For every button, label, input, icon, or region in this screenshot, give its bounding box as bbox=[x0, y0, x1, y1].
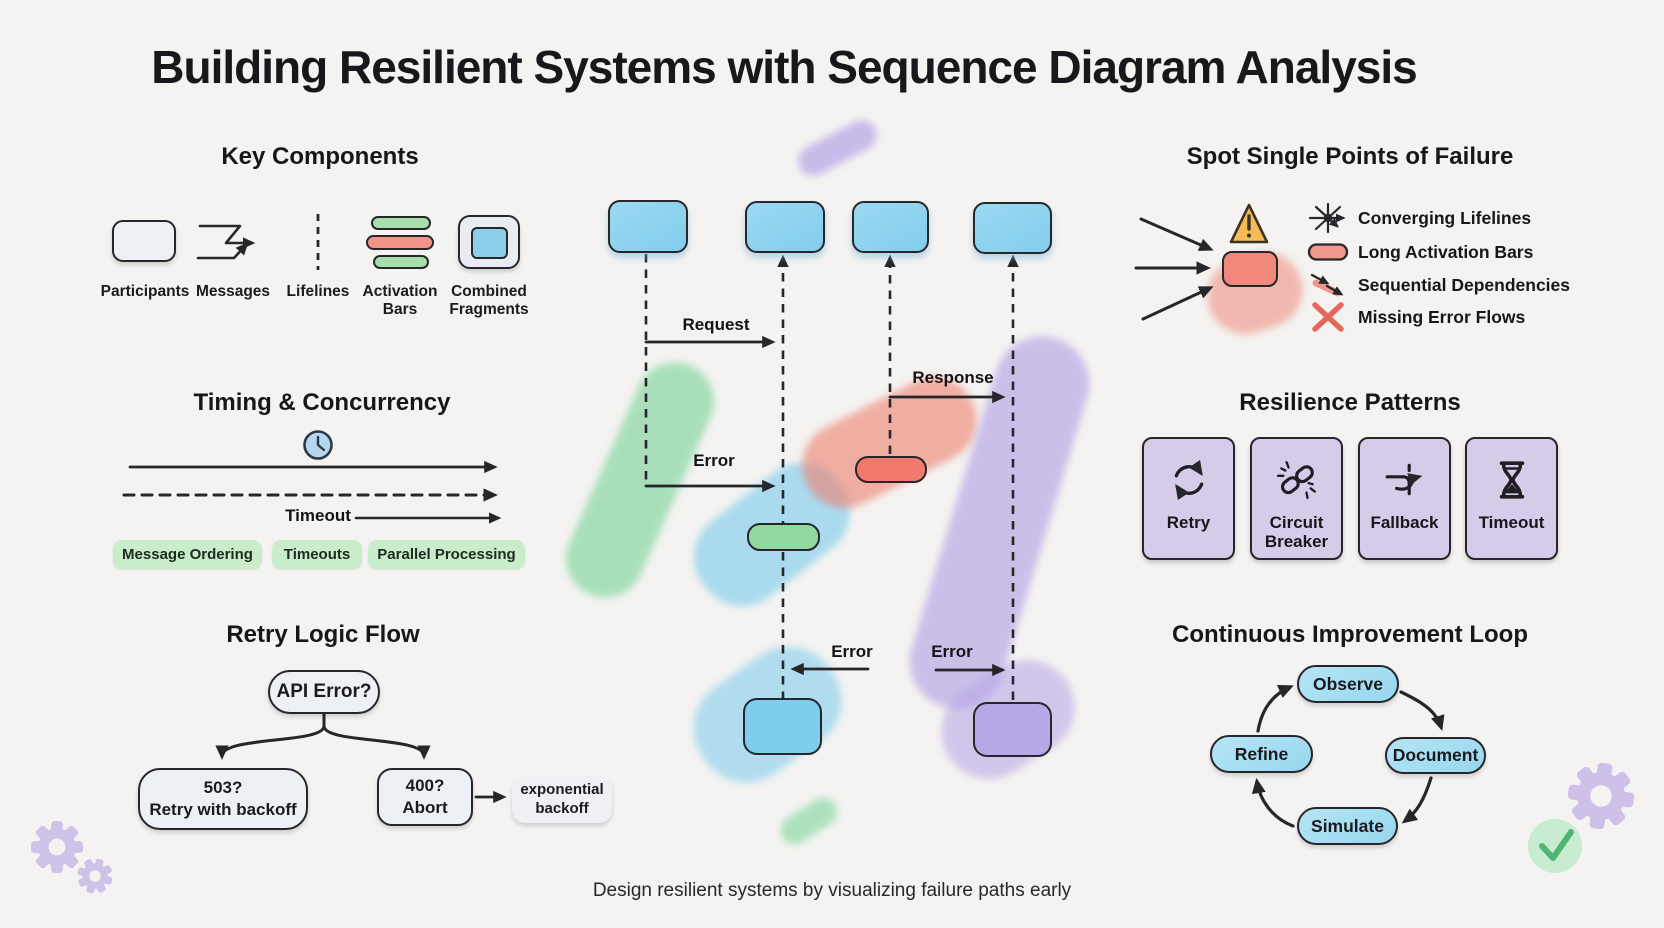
timeline-arrows bbox=[122, 460, 502, 524]
legend-label: Sequential Dependencies bbox=[1358, 274, 1571, 295]
activation-bar-red bbox=[855, 456, 927, 483]
tag-parallel-processing: Parallel Processing bbox=[368, 540, 525, 569]
timing-title: Timing & Concurrency bbox=[193, 389, 451, 416]
gear-icon-left-large bbox=[31, 821, 83, 873]
error-label-1: Error bbox=[693, 451, 735, 470]
footer-caption: Design resilient systems by visualizing … bbox=[592, 880, 1072, 901]
long-activation-bar-icon bbox=[1307, 243, 1349, 261]
retry-icon bbox=[1174, 459, 1203, 501]
abort-line2: Abort bbox=[402, 798, 448, 817]
abort-node: 400? Abort bbox=[377, 768, 473, 826]
note-line2: backoff bbox=[535, 799, 589, 817]
loop-arrows bbox=[1251, 685, 1445, 828]
legend-label: Long Activation Bars bbox=[1358, 241, 1534, 262]
exponential-backoff-note: exponential backoff bbox=[512, 776, 612, 823]
key-components-title: Key Components bbox=[221, 143, 419, 170]
gear-icon-right bbox=[1567, 762, 1635, 830]
timeout-label: Timeout bbox=[285, 506, 351, 525]
pattern-card-label: Retry bbox=[1166, 513, 1211, 532]
key-component-label: Combined Fragments bbox=[449, 283, 529, 318]
timeout-icon bbox=[1499, 461, 1524, 499]
key-component-label: Activation Bars bbox=[362, 283, 438, 318]
legend-item-missing-error-flows: Missing Error Flows bbox=[1306, 300, 1596, 334]
spof-title: Spot Single Points of Failure bbox=[1186, 143, 1514, 170]
activation-bar-icon-green-1 bbox=[371, 216, 431, 230]
circuit-breaker-icon bbox=[1276, 460, 1316, 500]
tag-timeouts: Timeouts bbox=[272, 540, 362, 569]
legend-label: Converging Lifelines bbox=[1358, 207, 1532, 228]
branch-left-arrow bbox=[215, 724, 326, 760]
legend-item-long-activation-bars: Long Activation Bars bbox=[1306, 235, 1596, 269]
activation-bar-icon-red bbox=[366, 235, 434, 250]
sequential-dependencies-icon bbox=[1310, 273, 1344, 297]
request-label: Request bbox=[682, 315, 750, 334]
fallback-icon bbox=[1385, 463, 1422, 496]
loop-step-document: Document bbox=[1385, 737, 1486, 774]
pattern-card-retry: Retry bbox=[1142, 437, 1235, 560]
pattern-card-timeout: Timeout bbox=[1465, 437, 1558, 560]
spof-target-box bbox=[1222, 251, 1278, 287]
retry-flow-title: Retry Logic Flow bbox=[226, 621, 420, 648]
loop-step-simulate: Simulate bbox=[1297, 807, 1398, 845]
tag-message-ordering: Message Ordering bbox=[113, 540, 262, 569]
key-component-label: Lifelines bbox=[286, 283, 350, 300]
participant-2 bbox=[745, 201, 825, 253]
activation-bar-icon-green-2 bbox=[373, 255, 429, 269]
participant-3 bbox=[852, 201, 929, 253]
activation-bar-green bbox=[747, 523, 820, 551]
loop-step-refine: Refine bbox=[1210, 735, 1313, 773]
missing-error-flows-icon bbox=[1312, 302, 1344, 332]
legend-item-sequential-dependencies: Sequential Dependencies bbox=[1306, 268, 1596, 302]
sequence-messages bbox=[644, 335, 1006, 677]
check-icon bbox=[1528, 819, 1582, 873]
converging-lifelines-icon bbox=[1308, 202, 1346, 234]
abort-line1: 400? bbox=[405, 775, 445, 795]
pattern-card-label: Circuit Breaker bbox=[1264, 513, 1329, 552]
sequence-lifelines bbox=[644, 254, 1019, 700]
api-error-node: API Error? bbox=[268, 670, 380, 714]
page-title: Building Resilient Systems with Sequence… bbox=[151, 41, 1417, 93]
gear-icon-left-small bbox=[77, 858, 113, 894]
loop-step-observe: Observe bbox=[1297, 665, 1399, 703]
patterns-title: Resilience Patterns bbox=[1239, 389, 1461, 416]
retry-backoff-line1: 503? bbox=[203, 777, 243, 797]
pattern-card-fallback: Fallback bbox=[1358, 437, 1451, 560]
document-to-simulate-arrow bbox=[1401, 776, 1433, 824]
legend-item-converging-lifelines: Converging Lifelines bbox=[1306, 201, 1596, 235]
loop-title: Continuous Improvement Loop bbox=[1172, 621, 1528, 648]
pattern-card-circuit-breaker: Circuit Breaker bbox=[1250, 437, 1343, 560]
legend-label: Missing Error Flows bbox=[1358, 306, 1526, 327]
warning-icon bbox=[1229, 203, 1269, 244]
clock-icon bbox=[303, 430, 333, 460]
branch-right-arrow bbox=[322, 724, 431, 760]
retry-flow-connectors bbox=[215, 712, 507, 804]
participant-1 bbox=[608, 200, 688, 253]
response-label: Response bbox=[912, 368, 994, 387]
combined-fragment-icon-inner bbox=[471, 227, 508, 259]
pattern-card-label: Fallback bbox=[1370, 513, 1439, 532]
key-component-label: Participants bbox=[100, 283, 190, 300]
participant-box-icon bbox=[112, 220, 176, 262]
retry-backoff-node: 503? Retry with backoff bbox=[138, 768, 308, 830]
error-label-2: Error bbox=[831, 642, 873, 661]
observe-to-document-arrow bbox=[1399, 690, 1445, 731]
bottom-box-purple bbox=[973, 702, 1052, 757]
simulate-to-refine-arrow bbox=[1251, 777, 1295, 828]
error-label-3: Error bbox=[931, 642, 973, 661]
pattern-card-label: Timeout bbox=[1478, 513, 1545, 532]
api-error-label: API Error? bbox=[276, 680, 372, 702]
messages-icon bbox=[196, 224, 256, 260]
spof-converging-arrows bbox=[1134, 217, 1214, 321]
participant-4 bbox=[973, 202, 1052, 254]
retry-backoff-line2: Retry with backoff bbox=[149, 800, 297, 819]
refine-to-observe-arrow bbox=[1256, 685, 1294, 733]
key-component-label: Messages bbox=[195, 283, 271, 300]
bottom-box-blue bbox=[743, 698, 822, 755]
note-line1: exponential bbox=[520, 780, 604, 798]
